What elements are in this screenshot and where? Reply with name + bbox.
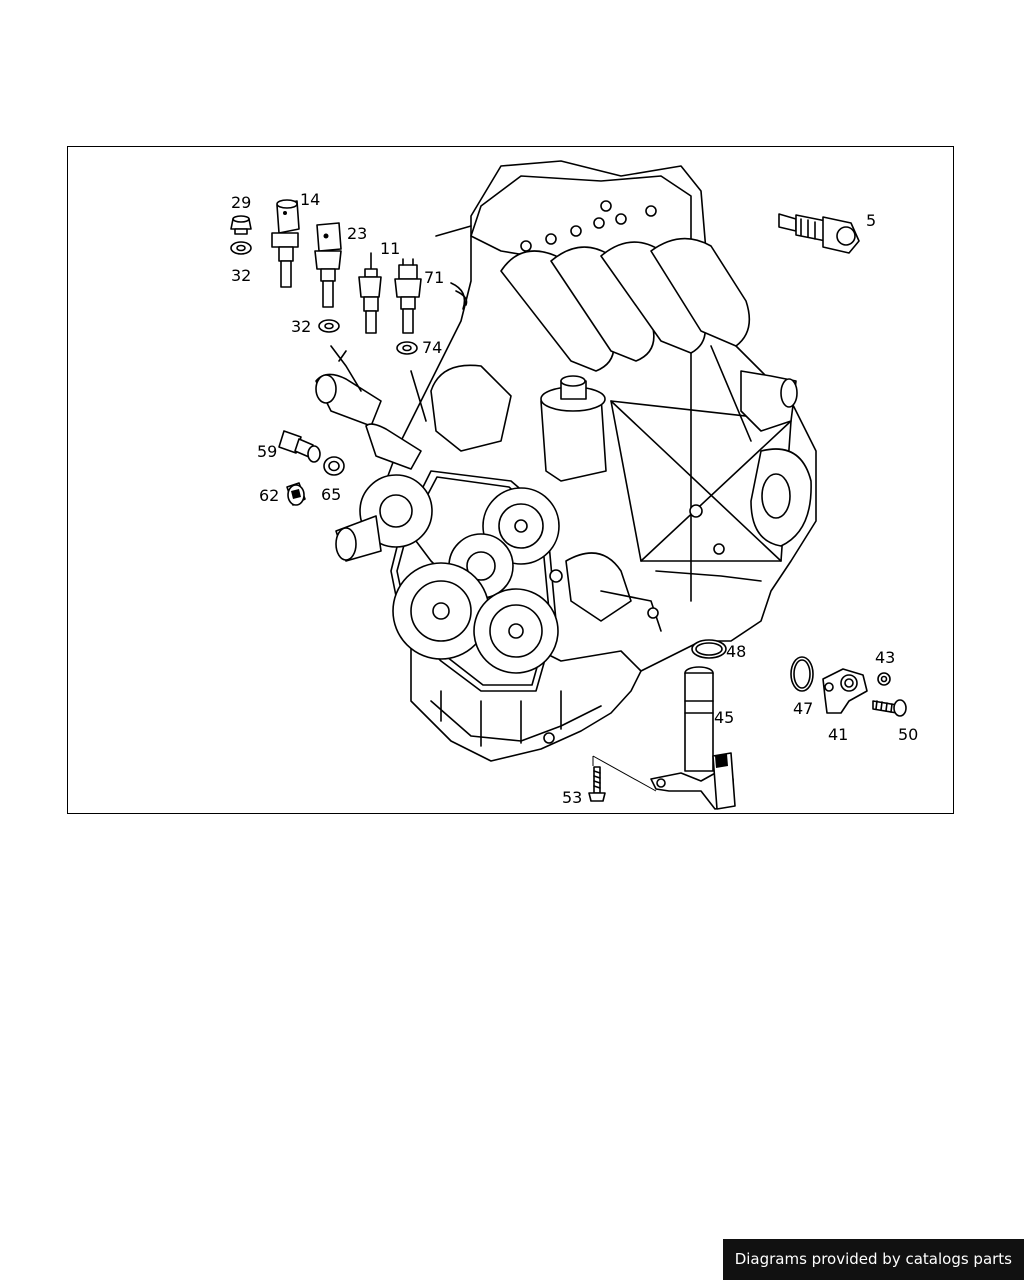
callout-59: 59 xyxy=(257,442,277,461)
part-62-plug xyxy=(286,482,306,506)
callout-32-left: 32 xyxy=(231,266,251,285)
part-32-washer-left xyxy=(230,241,252,255)
callout-5: 5 xyxy=(866,211,876,230)
part-50-bolt xyxy=(872,699,907,717)
part-53-bolt xyxy=(588,755,657,802)
callout-29: 29 xyxy=(231,193,251,212)
callout-53: 53 xyxy=(562,788,582,807)
engine-assembly-drawing xyxy=(315,160,817,762)
callout-62: 62 xyxy=(259,486,279,505)
diagram-frame: 29 14 23 11 71 5 32 32 74 59 65 62 48 43… xyxy=(67,146,954,814)
callout-48: 48 xyxy=(726,642,746,661)
part-14-sensor xyxy=(271,199,300,288)
callout-23: 23 xyxy=(347,224,367,243)
callout-71: 71 xyxy=(424,268,444,287)
part-65-washer xyxy=(323,456,345,476)
callout-47: 47 xyxy=(793,699,813,718)
part-5-connector xyxy=(778,213,860,254)
part-43-washer xyxy=(877,672,891,686)
part-59-sensor xyxy=(278,430,321,463)
part-11-sensor xyxy=(358,252,382,334)
callout-43: 43 xyxy=(875,648,895,667)
part-74-washer xyxy=(396,341,418,355)
callout-50: 50 xyxy=(898,725,918,744)
part-71-sensor xyxy=(394,258,468,334)
engine-parts-diagram: 29 14 23 11 71 5 32 32 74 59 65 62 48 43… xyxy=(230,160,918,810)
part-23-sensor xyxy=(314,222,342,308)
pulley-group xyxy=(335,474,560,674)
callout-65: 65 xyxy=(321,485,341,504)
part-41-housing xyxy=(822,668,868,714)
callout-74: 74 xyxy=(422,338,442,357)
callout-32-middle: 32 xyxy=(291,317,311,336)
part-47-o-ring xyxy=(790,656,814,692)
part-32-washer-middle xyxy=(318,319,340,333)
part-45-oil-dipstick-tube xyxy=(650,666,736,810)
part-48-o-ring xyxy=(691,639,727,659)
callout-11: 11 xyxy=(380,239,400,258)
callout-14: 14 xyxy=(300,190,320,209)
part-29-plug xyxy=(230,215,252,235)
credit-banner: Diagrams provided by catalogs parts xyxy=(722,1239,1024,1280)
callout-41: 41 xyxy=(828,725,848,744)
callout-45: 45 xyxy=(714,708,734,727)
